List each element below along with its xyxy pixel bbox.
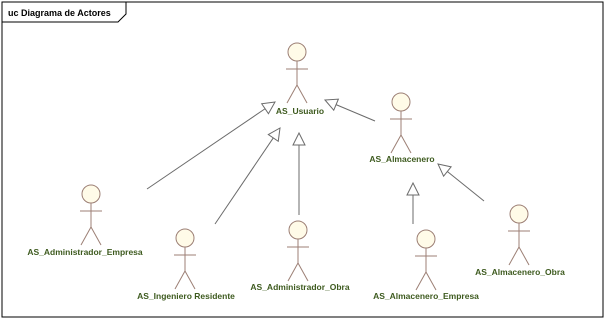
- generalization-arrowhead: [406, 181, 420, 196]
- actor-usuario[interactable]: AS_Usuario: [276, 42, 324, 116]
- actor-label: AS_Almacenero: [369, 154, 434, 164]
- actor-head: [288, 220, 308, 240]
- actor-label: AS_Ingeniero Residente: [137, 291, 235, 301]
- actor-almacenero[interactable]: AS_Almacenero: [369, 92, 435, 164]
- actor-figure-icon: [80, 184, 102, 246]
- actor-right-leg: [518, 246, 530, 266]
- actor-right-leg: [297, 262, 309, 282]
- actors-layer: AS_UsuarioAS_AlmaceneroAS_Administrador_…: [27, 42, 565, 301]
- actor-figure-icon: [415, 229, 437, 291]
- generalization-arrowhead: [292, 131, 306, 146]
- generalization-admin-empresa-to-usuario[interactable]: [146, 101, 276, 190]
- actor-almacenero-obra[interactable]: AS_Almacenero_Obra: [475, 204, 565, 277]
- generalization-line: [447, 171, 485, 202]
- frame-title-tab: [2, 2, 127, 23]
- actor-almacenero-empresa[interactable]: AS_Almacenero_Empresa: [373, 229, 479, 301]
- generalization-line: [335, 104, 376, 122]
- actor-ingeniero[interactable]: AS_Ingeniero Residente: [137, 228, 235, 301]
- generalization-ingeniero-to-usuario[interactable]: [214, 127, 281, 225]
- actor-left-leg: [390, 134, 402, 154]
- generalization-line: [214, 137, 274, 225]
- generalization-arrowhead: [323, 98, 340, 112]
- actor-right-leg: [425, 271, 437, 291]
- generalization-line: [146, 108, 266, 190]
- generalization-arrowhead: [437, 163, 453, 178]
- actor-figure-icon: [390, 92, 412, 154]
- generalization-arrowhead: [260, 101, 276, 115]
- actor-right-leg: [90, 226, 102, 246]
- actor-head: [391, 92, 411, 112]
- actor-figure-icon: [174, 228, 196, 290]
- actor-right-leg: [296, 84, 308, 104]
- actor-label: AS_Almacenero_Obra: [475, 267, 565, 277]
- frame-title: uc Diagrama de Actores: [8, 8, 111, 18]
- actor-label: AS_Usuario: [276, 106, 324, 116]
- actor-left-leg: [287, 262, 299, 282]
- actor-figure-icon: [287, 220, 309, 282]
- actor-label: AS_Administrador_Empresa: [27, 247, 143, 257]
- actor-label: AS_Administrador_Obra: [250, 282, 349, 292]
- actor-left-leg: [80, 226, 92, 246]
- actor-right-leg: [400, 134, 412, 154]
- actor-label: AS_Almacenero_Empresa: [373, 291, 479, 301]
- actor-admin-obra[interactable]: AS_Administrador_Obra: [250, 220, 350, 292]
- actor-left-leg: [174, 270, 186, 290]
- generalization-admin-obra-to-usuario[interactable]: [292, 131, 306, 215]
- actor-left-leg: [508, 246, 520, 266]
- actor-figure-icon: [508, 204, 530, 266]
- actor-left-leg: [286, 84, 298, 104]
- actor-head: [509, 204, 529, 224]
- generalization-almacenero-obra-to-almacenero[interactable]: [437, 163, 485, 202]
- actor-right-leg: [184, 270, 196, 290]
- actor-figure-icon: [286, 42, 308, 104]
- generalization-connectors: [146, 98, 485, 225]
- actor-left-leg: [415, 271, 427, 291]
- generalization-arrowhead: [267, 127, 281, 143]
- actor-head: [287, 42, 307, 62]
- actor-head: [175, 228, 195, 248]
- generalization-almacenero-to-usuario[interactable]: [323, 98, 376, 122]
- actor-head: [416, 229, 436, 249]
- actor-admin-empresa[interactable]: AS_Administrador_Empresa: [27, 184, 143, 257]
- actor-head: [81, 184, 101, 204]
- generalization-almacenero-empresa-to-almacenero[interactable]: [406, 181, 420, 224]
